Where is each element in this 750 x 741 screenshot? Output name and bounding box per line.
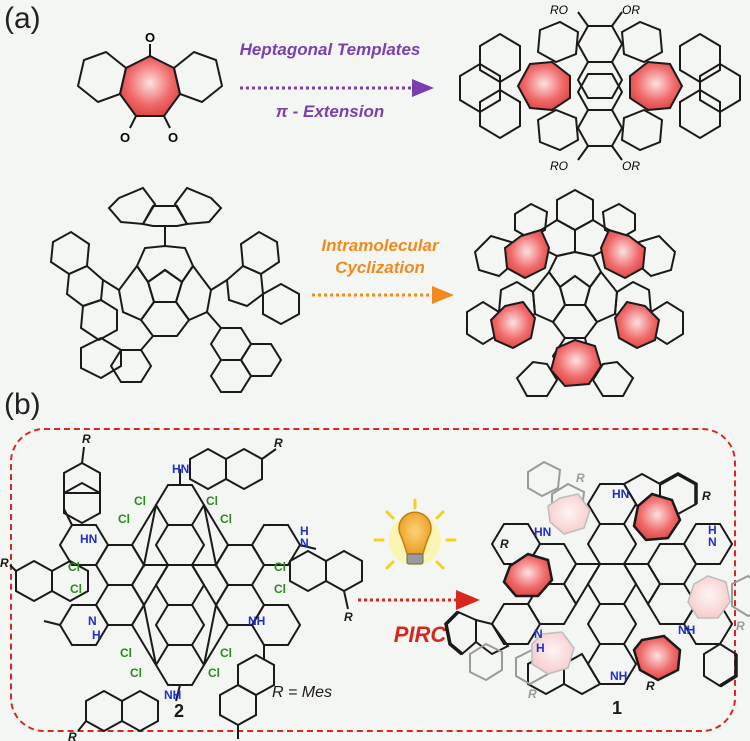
r-group-label: R [500, 537, 509, 551]
heptagon-ring-4 [613, 300, 661, 350]
chlorine-label: Cl [220, 512, 232, 526]
amine-label: NH [678, 623, 695, 637]
arrow-intramolecular-cyclization [312, 286, 454, 304]
chlorine-label: Cl [274, 582, 286, 596]
chlorine-label: Cl [274, 560, 286, 574]
amine-label: NH [610, 669, 627, 683]
heptagon-ring-3 [489, 300, 537, 350]
r-definition: R = Mes [272, 684, 332, 701]
arrow-label-heptagonal-templates: Heptagonal Templates [239, 40, 421, 59]
product-penta-heptagon [466, 188, 684, 397]
heptagon-ring-2 [599, 228, 647, 280]
amine-label: HN [534, 525, 551, 539]
amine-label: N [300, 536, 309, 550]
r-group-label: R [702, 489, 711, 503]
heptagon-ring-pale-1 [547, 493, 591, 535]
amine-label: N [88, 614, 97, 628]
arrow-pirc [358, 590, 480, 610]
benzene-ring-left [76, 50, 128, 104]
lightbulb-icon [373, 498, 457, 570]
arrow-label-intramolecular: Intramolecular [321, 236, 439, 255]
reactant-diketone: O O O [76, 30, 224, 145]
alkoxy-label-top-left: RO [550, 3, 568, 17]
heptagon-ring-5 [549, 338, 603, 388]
r-group-label: R [576, 471, 585, 485]
heptagon-ring-bottom [632, 634, 682, 682]
product-1-heptagon-nanographene: HN HN H N N H NH NH R R R R R R 1 [444, 460, 750, 718]
chlorine-label: Cl [134, 494, 146, 508]
compound-number-1: 1 [612, 698, 622, 718]
amine-label: HN [612, 487, 629, 501]
amine-label: HN [172, 462, 189, 476]
chlorine-label: Cl [206, 494, 218, 508]
r-group-label: R [736, 619, 745, 633]
r-group-label: R [344, 610, 353, 624]
amine-label: H [536, 641, 545, 655]
chlorine-label: Cl [208, 666, 220, 680]
amine-label: NH [164, 688, 181, 702]
benzene-ring-right [172, 50, 224, 104]
r-group-label: R [646, 679, 655, 693]
product-bis-heptagon: RO OR RO OR [459, 3, 741, 173]
compound-number-2: 2 [174, 701, 184, 721]
heptagon-ring-right [629, 60, 684, 112]
chlorine-label: Cl [120, 646, 132, 660]
reaction-box [10, 428, 736, 732]
arrow-label-pi-extension: π - Extension [275, 102, 385, 121]
oxygen-label-right: O [168, 130, 178, 145]
arrow-label-cyclization: Cyclization [335, 258, 425, 277]
chlorine-label: Cl [130, 666, 142, 680]
heptagon-ring-pale-3 [531, 631, 575, 675]
oxygen-label-left: O [120, 130, 130, 145]
amine-label: H [92, 628, 101, 642]
r-group-label: R [528, 687, 537, 701]
amine-label: HN [80, 532, 97, 546]
amine-label: NH [248, 614, 265, 628]
chlorine-label: Cl [70, 582, 82, 596]
heptagon-ring-pale-2 [687, 575, 731, 619]
reactant-corannulene-biphenyl [49, 186, 300, 393]
r-group-label: R [82, 432, 91, 446]
alkoxy-label-bottom-right: OR [622, 159, 640, 173]
amine-label: N [534, 627, 543, 641]
alkoxy-label-top-right: OR [622, 3, 640, 17]
chlorine-label: Cl [118, 512, 130, 526]
heptagon-ring-left [516, 60, 571, 112]
oxygen-label-top: O [145, 30, 155, 45]
amine-label: N [708, 535, 717, 549]
arrow-heptagonal-templates [240, 79, 434, 97]
r-group-label: R [0, 556, 9, 570]
amine-label: H [300, 524, 309, 538]
chlorine-label: Cl [68, 560, 80, 574]
panel-label-a: (a) [4, 2, 41, 35]
r-group-label: R [274, 436, 283, 450]
amine-label: H [708, 523, 717, 537]
r-group-label: R [68, 730, 77, 741]
arrow-label-pirc: PIRC [393, 622, 447, 647]
heptagon-ring [118, 54, 182, 117]
panel-label-b: (b) [4, 388, 41, 421]
heptagon-ring-top [632, 492, 682, 542]
heptagon-ring-1 [503, 228, 551, 280]
chlorine-label: Cl [220, 646, 232, 660]
heptagon-ring-left [502, 552, 554, 598]
reactant-2-chlorinated: Cl Cl Cl Cl Cl Cl Cl Cl Cl Cl Cl Cl HN H… [0, 432, 363, 741]
alkoxy-label-bottom-left: RO [550, 159, 568, 173]
